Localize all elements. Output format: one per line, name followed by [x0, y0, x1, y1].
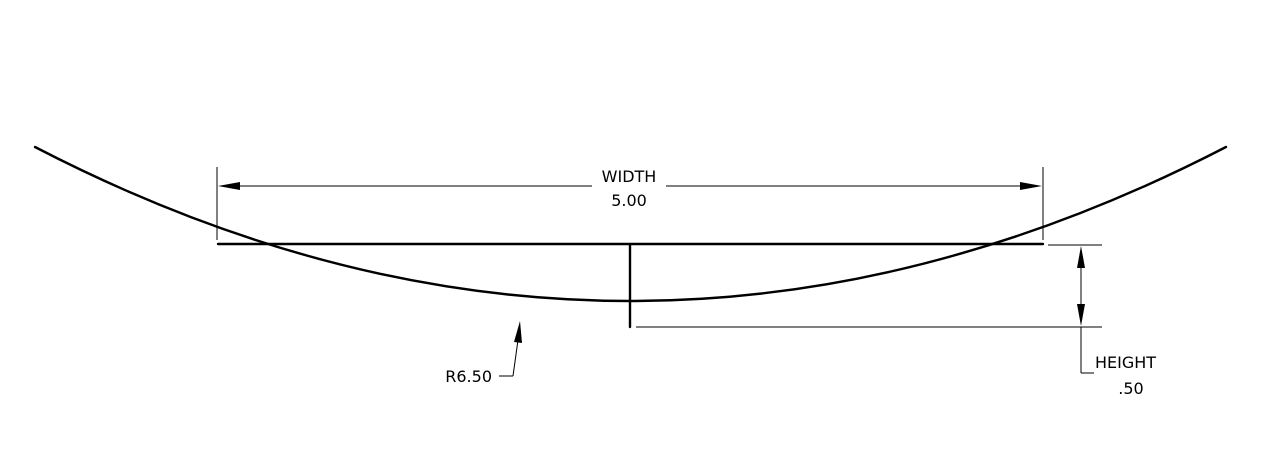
width-arrow-right	[1020, 182, 1042, 190]
width-arrow-left	[218, 182, 240, 190]
radius-arrow	[514, 321, 522, 343]
height-arrow-top	[1077, 246, 1085, 268]
radius-leader-diagonal	[512, 339, 519, 377]
width-value: 5.00	[611, 191, 647, 210]
height-value: .50	[1118, 379, 1143, 398]
width-label: WIDTH	[602, 167, 657, 186]
height-label: HEIGHT	[1095, 353, 1156, 372]
radius-value: R6.50	[445, 367, 492, 386]
height-arrow-bottom	[1077, 304, 1085, 326]
